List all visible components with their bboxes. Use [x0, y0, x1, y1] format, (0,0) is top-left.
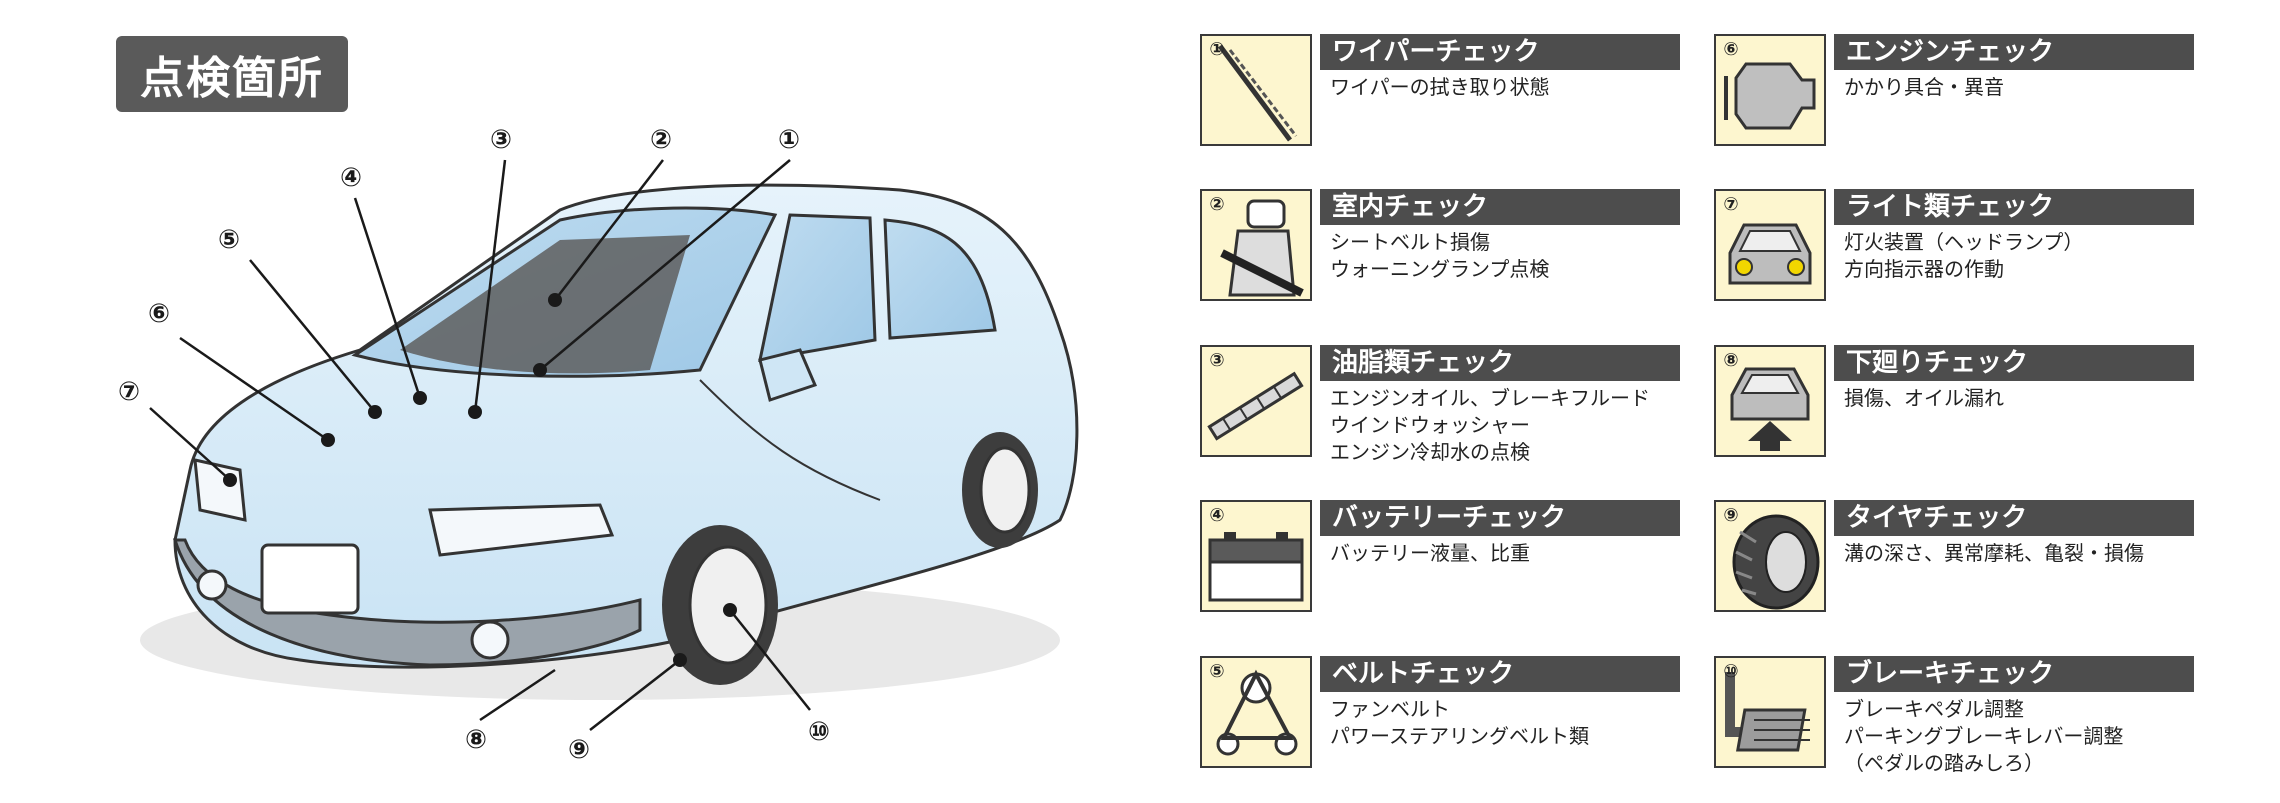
undercarriage-icon — [1714, 345, 1826, 457]
windshield-interior — [400, 235, 690, 374]
check-title: 油脂類チェック — [1320, 345, 1680, 381]
check-number: ⑥ — [1723, 39, 1739, 60]
belt-icon — [1200, 656, 1312, 768]
check-number: ⑧ — [1723, 350, 1739, 371]
check-number: ⑤ — [1209, 661, 1225, 682]
check-card-lights: ⑦ ライト類チェック 灯火装置（ヘッドランプ） 方向指示器の作動 — [1714, 189, 2194, 307]
battery-icon — [1200, 500, 1312, 612]
seatbelt-icon — [1200, 189, 1312, 301]
check-title: ライト類チェック — [1834, 189, 2194, 225]
check-description: ファンベルト パワーステアリングベルト類 — [1330, 696, 1690, 750]
callout-9: ⑨ — [568, 735, 590, 765]
headlight-right — [428, 503, 615, 557]
desc-line: 方向指示器の作動 — [1844, 257, 2004, 281]
callout-2: ② — [650, 125, 672, 155]
check-number: ⑨ — [1723, 505, 1739, 526]
desc-line: ファンベルト — [1330, 697, 1450, 721]
callout-10: ⑩ — [808, 717, 830, 747]
license-plate — [260, 543, 360, 615]
check-title: ブレーキチェック — [1834, 656, 2194, 692]
check-title: エンジンチェック — [1834, 34, 2194, 70]
check-number: ⑦ — [1723, 194, 1739, 215]
callout-dots — [223, 293, 737, 667]
check-card-engine: ⑥ エンジンチェック かかり具合・異音 — [1714, 34, 2194, 152]
check-card-battery: ④ バッテリーチェック バッテリー液量、比重 — [1200, 500, 1680, 618]
check-description: シートベルト損傷 ウォーニングランプ点検 — [1330, 229, 1690, 283]
side-mirror — [758, 348, 818, 402]
desc-line: ウインドウォッシャー — [1330, 413, 1530, 437]
rear-wheel — [979, 446, 1031, 534]
desc-line: シートベルト損傷 — [1330, 230, 1490, 254]
desc-line: エンジンオイル、ブレーキフルード — [1330, 386, 1650, 410]
check-number: ① — [1209, 39, 1225, 60]
check-description: ワイパーの拭き取り状態 — [1330, 74, 1690, 101]
check-description: 損傷、オイル漏れ — [1844, 385, 2204, 412]
check-card-tire: ⑨ タイヤチェック 溝の深さ、異常摩耗、亀裂・損傷 — [1714, 500, 2194, 618]
callout-8: ⑧ — [465, 725, 487, 755]
callout-3: ③ — [490, 125, 512, 155]
check-number: ③ — [1209, 350, 1225, 371]
check-title: タイヤチェック — [1834, 500, 2194, 536]
desc-line: 損傷、オイル漏れ — [1844, 386, 2004, 410]
desc-line: ワイパーの拭き取り状態 — [1330, 75, 1550, 99]
check-number: ② — [1209, 194, 1225, 215]
callout-4: ④ — [340, 163, 362, 193]
headlight-left — [193, 458, 247, 522]
door-line — [699, 379, 881, 501]
rear-side-window — [883, 218, 997, 340]
check-title: 室内チェック — [1320, 189, 1680, 225]
desc-line: パワーステアリングベルト類 — [1330, 724, 1589, 748]
wiper-icon — [1200, 34, 1312, 146]
check-card-wiper: ① ワイパーチェック ワイパーの拭き取り状態 — [1200, 34, 1680, 152]
desc-line: エンジン冷却水の点検 — [1330, 440, 1530, 464]
check-card-belt: ⑤ ベルトチェック ファンベルト パワーステアリングベルト類 — [1200, 656, 1680, 774]
desc-line: ウォーニングランプ点検 — [1330, 257, 1550, 281]
check-number: ⑩ — [1723, 661, 1739, 682]
desc-line: パーキングブレーキレバー調整 — [1844, 724, 2124, 748]
desc-line: 灯火装置（ヘッドランプ） — [1844, 230, 2084, 254]
callout-1: ① — [778, 125, 800, 155]
check-description: バッテリー液量、比重 — [1330, 540, 1690, 567]
check-card-interior: ② 室内チェック シートベルト損傷 ウォーニングランプ点検 — [1200, 189, 1680, 307]
check-description: 灯火装置（ヘッドランプ） 方向指示器の作動 — [1844, 229, 2204, 283]
car-illustration: ① ② ③ ④ ⑤ ⑥ ⑦ ⑧ ⑨ ⑩ — [118, 125, 1079, 765]
page-title: 点検箇所 — [116, 36, 348, 112]
callout-lines — [149, 159, 811, 731]
dipstick-icon — [1200, 345, 1312, 457]
check-title: ベルトチェック — [1320, 656, 1680, 692]
check-card-brake: ⑩ ブレーキチェック ブレーキペダル調整 パーキングブレーキレバー調整 （ペダル… — [1714, 656, 2194, 775]
engine-icon — [1714, 34, 1826, 146]
check-description: ブレーキペダル調整 パーキングブレーキレバー調整 （ペダルの踏みしろ） — [1844, 696, 2204, 777]
fog-lamp-right — [470, 620, 510, 660]
check-title: 下廻りチェック — [1834, 345, 2194, 381]
check-description: エンジンオイル、ブレーキフルード ウインドウォッシャー エンジン冷却水の点検 — [1330, 385, 1690, 466]
brake-pedal-icon — [1714, 656, 1826, 768]
desc-line: かかり具合・異音 — [1844, 75, 2004, 99]
check-description: 溝の深さ、異常摩耗、亀裂・損傷 — [1844, 540, 2204, 567]
check-card-fluids: ③ 油脂類チェック エンジンオイル、ブレーキフルード ウインドウォッシャー エン… — [1200, 345, 1680, 464]
front-side-window — [758, 213, 877, 362]
headlight-car-icon — [1714, 189, 1826, 301]
desc-line: バッテリー液量、比重 — [1330, 541, 1530, 565]
desc-line: 溝の深さ、異常摩耗、亀裂・損傷 — [1844, 541, 2144, 565]
callout-7: ⑦ — [118, 377, 140, 407]
check-description: かかり具合・異音 — [1844, 74, 2204, 101]
tire-icon — [1714, 500, 1826, 612]
check-card-undercarriage: ⑧ 下廻りチェック 損傷、オイル漏れ — [1714, 345, 2194, 463]
fog-lamp-left — [196, 569, 228, 601]
callout-6: ⑥ — [148, 299, 170, 329]
check-title: ワイパーチェック — [1320, 34, 1680, 70]
desc-line: （ペダルの踏みしろ） — [1844, 751, 2044, 775]
check-title: バッテリーチェック — [1320, 500, 1680, 536]
desc-line: ブレーキペダル調整 — [1844, 697, 2024, 721]
callout-5: ⑤ — [218, 225, 240, 255]
check-number: ④ — [1209, 505, 1225, 526]
